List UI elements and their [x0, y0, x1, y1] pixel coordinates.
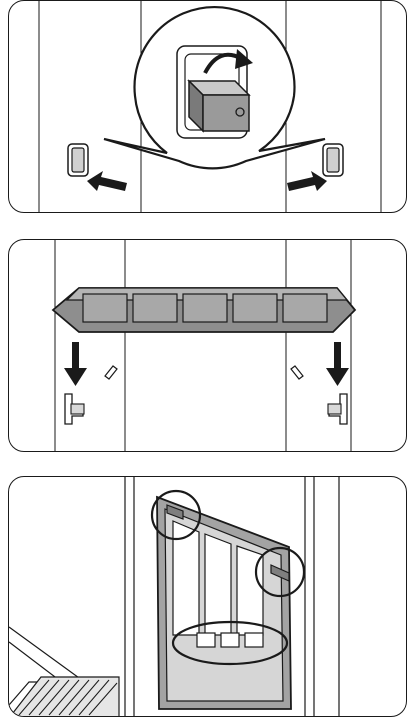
left-hook — [104, 365, 118, 380]
step-3-panel — [8, 476, 407, 717]
right-clip — [322, 143, 344, 177]
left-clip — [67, 143, 89, 177]
left-push-arrow-icon — [87, 171, 127, 191]
rotate-arrow-icon — [203, 49, 253, 74]
drip-grate — [9, 676, 120, 716]
tray-bottom-slots — [196, 632, 264, 648]
step-1-illustration — [38, 1, 382, 212]
highlight-circle-top-left — [150, 489, 202, 541]
step-2-panel — [8, 239, 407, 452]
step-3-illustration — [9, 477, 340, 716]
clip-right — [270, 564, 290, 582]
cabinet-lines — [54, 240, 352, 451]
tray-compartments — [82, 293, 328, 323]
clip-top-left — [166, 504, 184, 520]
installed-tray — [156, 495, 292, 710]
highlight-circles — [150, 489, 306, 666]
left-clip — [64, 393, 85, 425]
right-hook — [290, 365, 304, 380]
step-1-panel — [8, 0, 407, 213]
left-down-arrow-icon — [64, 342, 87, 386]
right-push-arrow-icon — [287, 171, 327, 191]
right-down-arrow-icon — [326, 342, 349, 386]
magnify-callout — [103, 6, 326, 170]
right-clip — [327, 393, 348, 425]
step-2-illustration — [51, 240, 357, 451]
clip-block — [187, 79, 251, 133]
highlight-ellipse-bottom — [171, 620, 289, 666]
highlight-circle-right — [254, 546, 306, 598]
tray — [51, 287, 357, 333]
